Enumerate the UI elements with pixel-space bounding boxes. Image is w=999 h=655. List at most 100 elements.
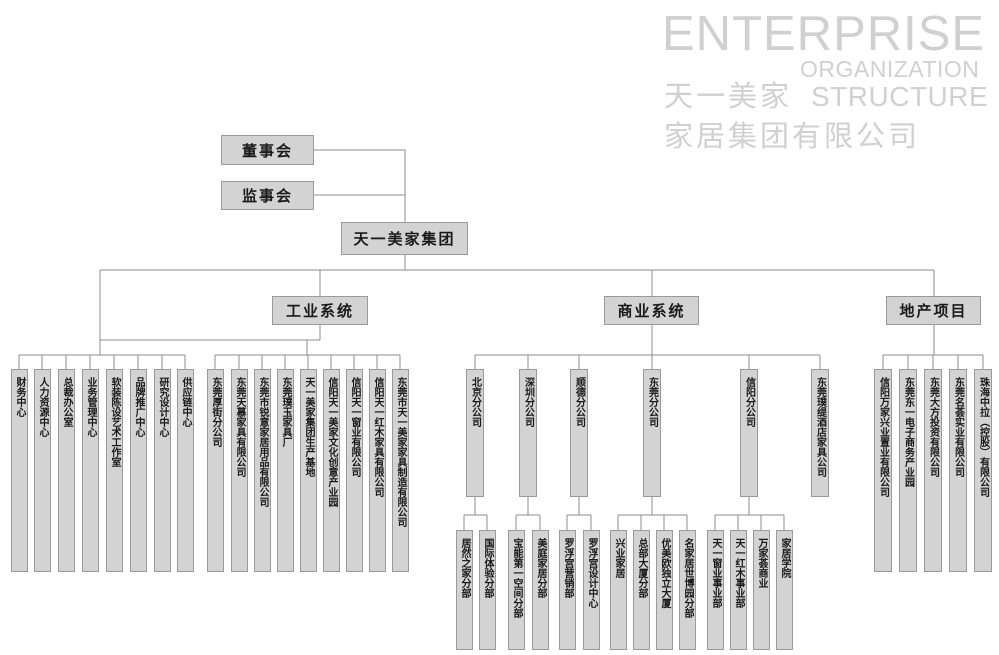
realestate-company-label: 珠海中拉（控股）有限公司 <box>977 377 989 497</box>
title-organization: ORGANIZATION <box>800 56 980 82</box>
commercial-system-box[interactable]: 商业系统 <box>604 296 699 325</box>
xinyang-sub-label: 万家荟商业 <box>756 538 767 588</box>
supervisory-label: 监事会 <box>241 187 293 205</box>
industrial-center-label: 研究设计中心 <box>157 377 168 437</box>
supervisory-box[interactable]: 监事会 <box>221 181 314 210</box>
realestate-company-label: 信阳万家兴业置业有限公司 <box>877 377 889 497</box>
shenzhen-sub-label: 宝能第一空间分部 <box>511 538 522 618</box>
shunde-sub-label: 罗浮宫营销部 <box>562 538 573 598</box>
industrial-center-label: 财务中心 <box>14 377 25 417</box>
realestate-company[interactable]: 信阳万家兴业置业有限公司 <box>874 369 892 572</box>
shenzhen-sub-label: 美庭家居分部 <box>535 538 546 598</box>
board-label: 董事会 <box>241 141 293 160</box>
board-box[interactable]: 董事会 <box>221 135 314 165</box>
branch-beijing[interactable]: 北京分公司 <box>466 369 484 497</box>
industrial-company[interactable]: 东莞市天一美家家具制造有限公司 <box>392 369 409 572</box>
industrial-center[interactable]: 软装陈设艺术工作室 <box>106 369 123 572</box>
realestate-company-label: 东莞东一电子商务产业园 <box>902 377 914 487</box>
branch-dongguan[interactable]: 东莞分公司 <box>643 369 661 497</box>
shenzhen-sub[interactable]: 宝能第一空间分部 <box>508 530 525 650</box>
title-structure: STRUCTURE <box>811 81 989 112</box>
branch-dongguan-label: 东莞分公司 <box>646 377 658 427</box>
realestate-company[interactable]: 东莞名荟实业有限公司 <box>949 369 967 572</box>
industrial-center-label: 供应链中心 <box>180 377 191 427</box>
industrial-center[interactable]: 总裁办公室 <box>58 369 75 572</box>
branch-beijing-label: 北京分公司 <box>469 377 481 427</box>
branch-shenzhen-label: 深圳分公司 <box>522 377 534 427</box>
industrial-center-label: 人力资源中心 <box>37 377 48 437</box>
beijing-sub-label: 国际体验分部 <box>482 538 493 598</box>
industrial-center-label: 品牌推广中心 <box>133 377 144 437</box>
title-brand: 天一美家 <box>664 79 793 113</box>
industrial-company[interactable]: 东莞天慕家具有限公司 <box>231 369 248 572</box>
industrial-center[interactable]: 财务中心 <box>11 369 28 572</box>
realestate-company[interactable]: 珠海中拉（控股）有限公司 <box>974 369 992 572</box>
branch-shunde[interactable]: 顺德分公司 <box>570 369 588 497</box>
dongguan-sub-label: 名家居世博园分部 <box>682 538 693 618</box>
xinyang-sub[interactable]: 家居学院 <box>776 530 793 650</box>
industrial-company[interactable]: 东莞市锐意家居用品有限公司 <box>254 369 271 572</box>
beijing-sub-label: 居然之家分部 <box>459 538 470 598</box>
industrial-company[interactable]: 东莞璞玉家具厂 <box>277 369 294 572</box>
dongguan-sub[interactable]: 名家居世博园分部 <box>679 530 696 650</box>
branch-hotel-label: 东莞璞缇酒店家具公司 <box>814 377 826 477</box>
industrial-company-label: 东莞市锐意家居用品有限公司 <box>257 377 268 507</box>
dongguan-sub-label: 总部大厦分部 <box>636 538 647 598</box>
industrial-company[interactable]: 东莞厚街分公司 <box>207 369 224 572</box>
xinyang-sub[interactable]: 万家荟商业 <box>753 530 770 650</box>
commercial-system-label: 商业系统 <box>617 302 686 320</box>
industrial-company-label: 信阳天一窗业有限公司 <box>349 377 360 477</box>
industrial-system-label: 工业系统 <box>285 302 354 320</box>
industrial-center[interactable]: 人力资源中心 <box>34 369 51 572</box>
dongguan-sub[interactable]: 兴业家居 <box>610 530 627 650</box>
realestate-company-label: 东莞大方投资有限公司 <box>927 377 939 477</box>
beijing-sub[interactable]: 国际体验分部 <box>479 530 496 650</box>
xinyang-sub[interactable]: 天一红木事业部 <box>730 530 747 650</box>
industrial-center-label: 业务管理中心 <box>85 377 96 437</box>
industrial-center[interactable]: 品牌推广中心 <box>130 369 147 572</box>
industrial-company[interactable]: 天一美家集团生产基地 <box>300 369 317 572</box>
dongguan-sub-label: 兴业家居 <box>613 538 624 578</box>
industrial-company-label: 东莞璞玉家具厂 <box>280 377 291 447</box>
industrial-company-label: 天一美家集团生产基地 <box>303 377 314 477</box>
industrial-company-label: 东莞厚街分公司 <box>210 377 221 447</box>
realestate-system-box[interactable]: 地产项目 <box>886 296 981 325</box>
title-company-name: 家居集团有限公司 <box>664 119 921 153</box>
branch-hotel-furniture[interactable]: 东莞璞缇酒店家具公司 <box>811 369 829 497</box>
branch-shunde-label: 顺德分公司 <box>573 377 585 427</box>
shunde-sub[interactable]: 罗浮宫设计中心 <box>583 530 600 650</box>
xinyang-sub[interactable]: 天一窗业事业部 <box>707 530 724 650</box>
dongguan-sub[interactable]: 优美欧独立大厦 <box>656 530 673 650</box>
industrial-center[interactable]: 供应链中心 <box>177 369 194 572</box>
group-box[interactable]: 天一美家集团 <box>341 222 468 255</box>
group-label: 天一美家集团 <box>353 230 456 248</box>
realestate-company[interactable]: 东莞大方投资有限公司 <box>924 369 942 572</box>
branch-shenzhen[interactable]: 深圳分公司 <box>519 369 537 497</box>
beijing-sub[interactable]: 居然之家分部 <box>456 530 473 650</box>
shunde-sub-label: 罗浮宫设计中心 <box>586 538 597 608</box>
industrial-company[interactable]: 信阳天一红木家具有限公司 <box>369 369 386 572</box>
industrial-company[interactable]: 信阳天一美家文化创意产业园 <box>323 369 340 572</box>
realestate-company[interactable]: 东莞东一电子商务产业园 <box>899 369 917 572</box>
industrial-company-label: 东莞天慕家具有限公司 <box>234 377 245 477</box>
industrial-center-label: 总裁办公室 <box>61 377 72 427</box>
industrial-center[interactable]: 研究设计中心 <box>154 369 171 572</box>
industrial-company-label: 信阳天一美家文化创意产业园 <box>326 377 337 507</box>
industrial-center[interactable]: 业务管理中心 <box>82 369 99 572</box>
xinyang-sub-label: 家居学院 <box>779 538 790 578</box>
industrial-company-label: 东莞市天一美家家具制造有限公司 <box>395 377 406 527</box>
industrial-company[interactable]: 信阳天一窗业有限公司 <box>346 369 363 572</box>
industrial-system-box[interactable]: 工业系统 <box>272 296 368 325</box>
dongguan-sub[interactable]: 总部大厦分部 <box>633 530 650 650</box>
shunde-sub[interactable]: 罗浮宫营销部 <box>559 530 576 650</box>
industrial-company-label: 信阳天一红木家具有限公司 <box>372 377 383 497</box>
dongguan-sub-label: 优美欧独立大厦 <box>659 538 670 608</box>
branch-xinyang[interactable]: 信阳分公司 <box>740 369 758 497</box>
title-enterprise: ENTERPRISE <box>662 7 986 61</box>
branch-xinyang-label: 信阳分公司 <box>743 377 755 427</box>
shenzhen-sub[interactable]: 美庭家居分部 <box>532 530 549 650</box>
xinyang-sub-label: 天一红木事业部 <box>733 538 744 608</box>
industrial-center-label: 软装陈设艺术工作室 <box>109 377 120 467</box>
xinyang-sub-label: 天一窗业事业部 <box>710 538 721 608</box>
